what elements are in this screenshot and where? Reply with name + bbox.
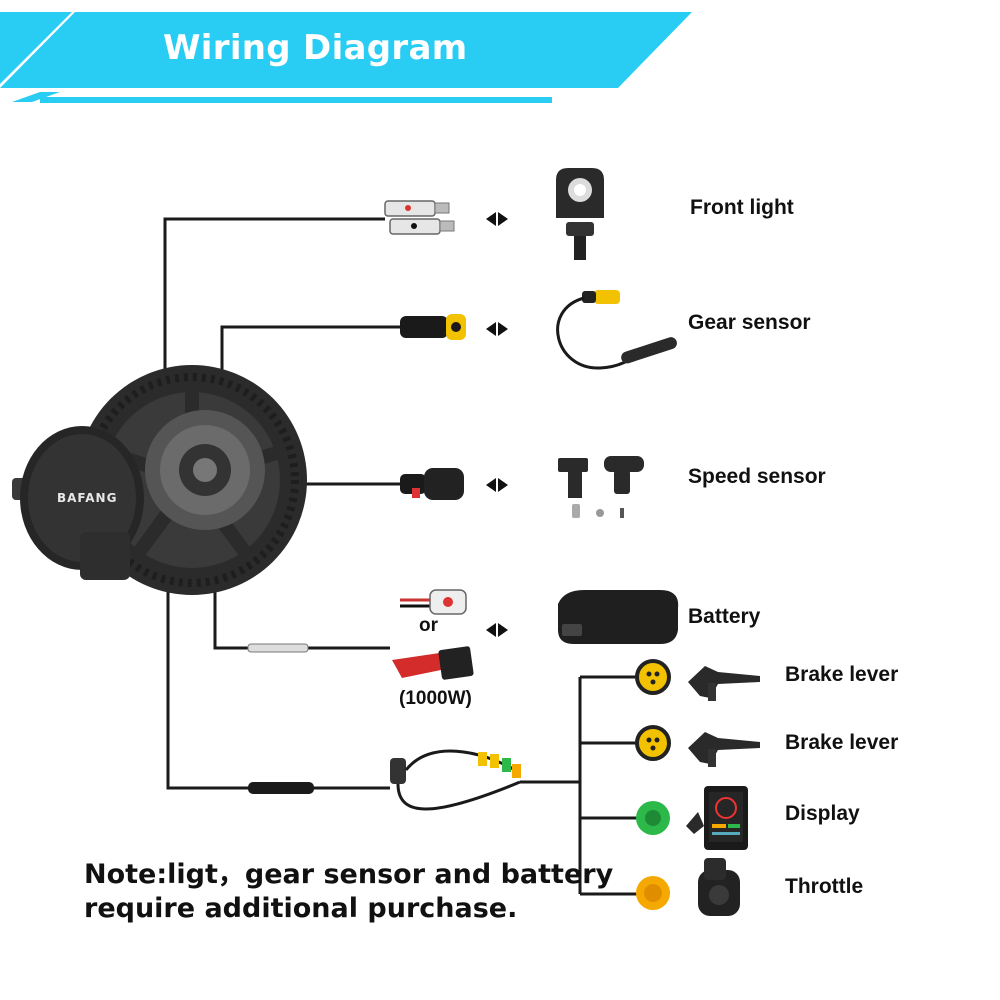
wire-main-harness bbox=[166, 560, 390, 790]
brake-lever-label-1: Brake lever bbox=[785, 663, 899, 686]
battery-1000w-label: (1000W) bbox=[399, 688, 472, 709]
battery-icon bbox=[558, 590, 679, 644]
battery-or-label: or bbox=[419, 615, 438, 636]
brake-lever-label-2: Brake lever bbox=[785, 731, 899, 754]
header-banner bbox=[0, 12, 692, 103]
gear-sensor-label: Gear sensor bbox=[688, 311, 811, 334]
front-light-lamp-icon bbox=[556, 168, 604, 260]
speed-sensor-label: Speed sensor bbox=[688, 465, 826, 488]
battery-label: Battery bbox=[688, 605, 761, 628]
purchase-note: Note:ligt，gear sensor and battery requir… bbox=[84, 858, 613, 926]
speed-sensor-connector bbox=[400, 468, 464, 500]
brake-lever-icon bbox=[688, 666, 760, 701]
throttle-connector-icon bbox=[636, 876, 670, 910]
brake-connector-icon bbox=[635, 725, 671, 761]
gear-sensor-connector bbox=[400, 314, 466, 340]
note-line-2: require additional purchase. bbox=[84, 893, 518, 924]
front-light-label: Front light bbox=[690, 196, 794, 219]
brake-lever-icon bbox=[688, 732, 760, 767]
page-title: Wiring Diagram bbox=[163, 28, 468, 68]
note-line-1: Note:ligt，gear sensor and battery bbox=[84, 859, 614, 890]
battery-connector bbox=[247, 589, 474, 680]
gear-sensor-icon bbox=[556, 290, 677, 370]
throttle-icon bbox=[698, 858, 740, 916]
speed-sensor-icon bbox=[558, 456, 644, 518]
motor bbox=[12, 365, 307, 595]
brake-connector-icon bbox=[635, 659, 671, 695]
throttle-label: Throttle bbox=[785, 875, 864, 898]
front-light-connector bbox=[384, 200, 455, 235]
double-arrow-icon bbox=[486, 212, 508, 637]
display-connector-icon bbox=[636, 801, 670, 835]
main-harness bbox=[248, 749, 521, 811]
display-icon bbox=[686, 786, 748, 850]
wire-battery bbox=[213, 590, 390, 650]
motor-brand-label: BAFANG bbox=[57, 491, 118, 505]
display-label: Display bbox=[785, 802, 860, 825]
